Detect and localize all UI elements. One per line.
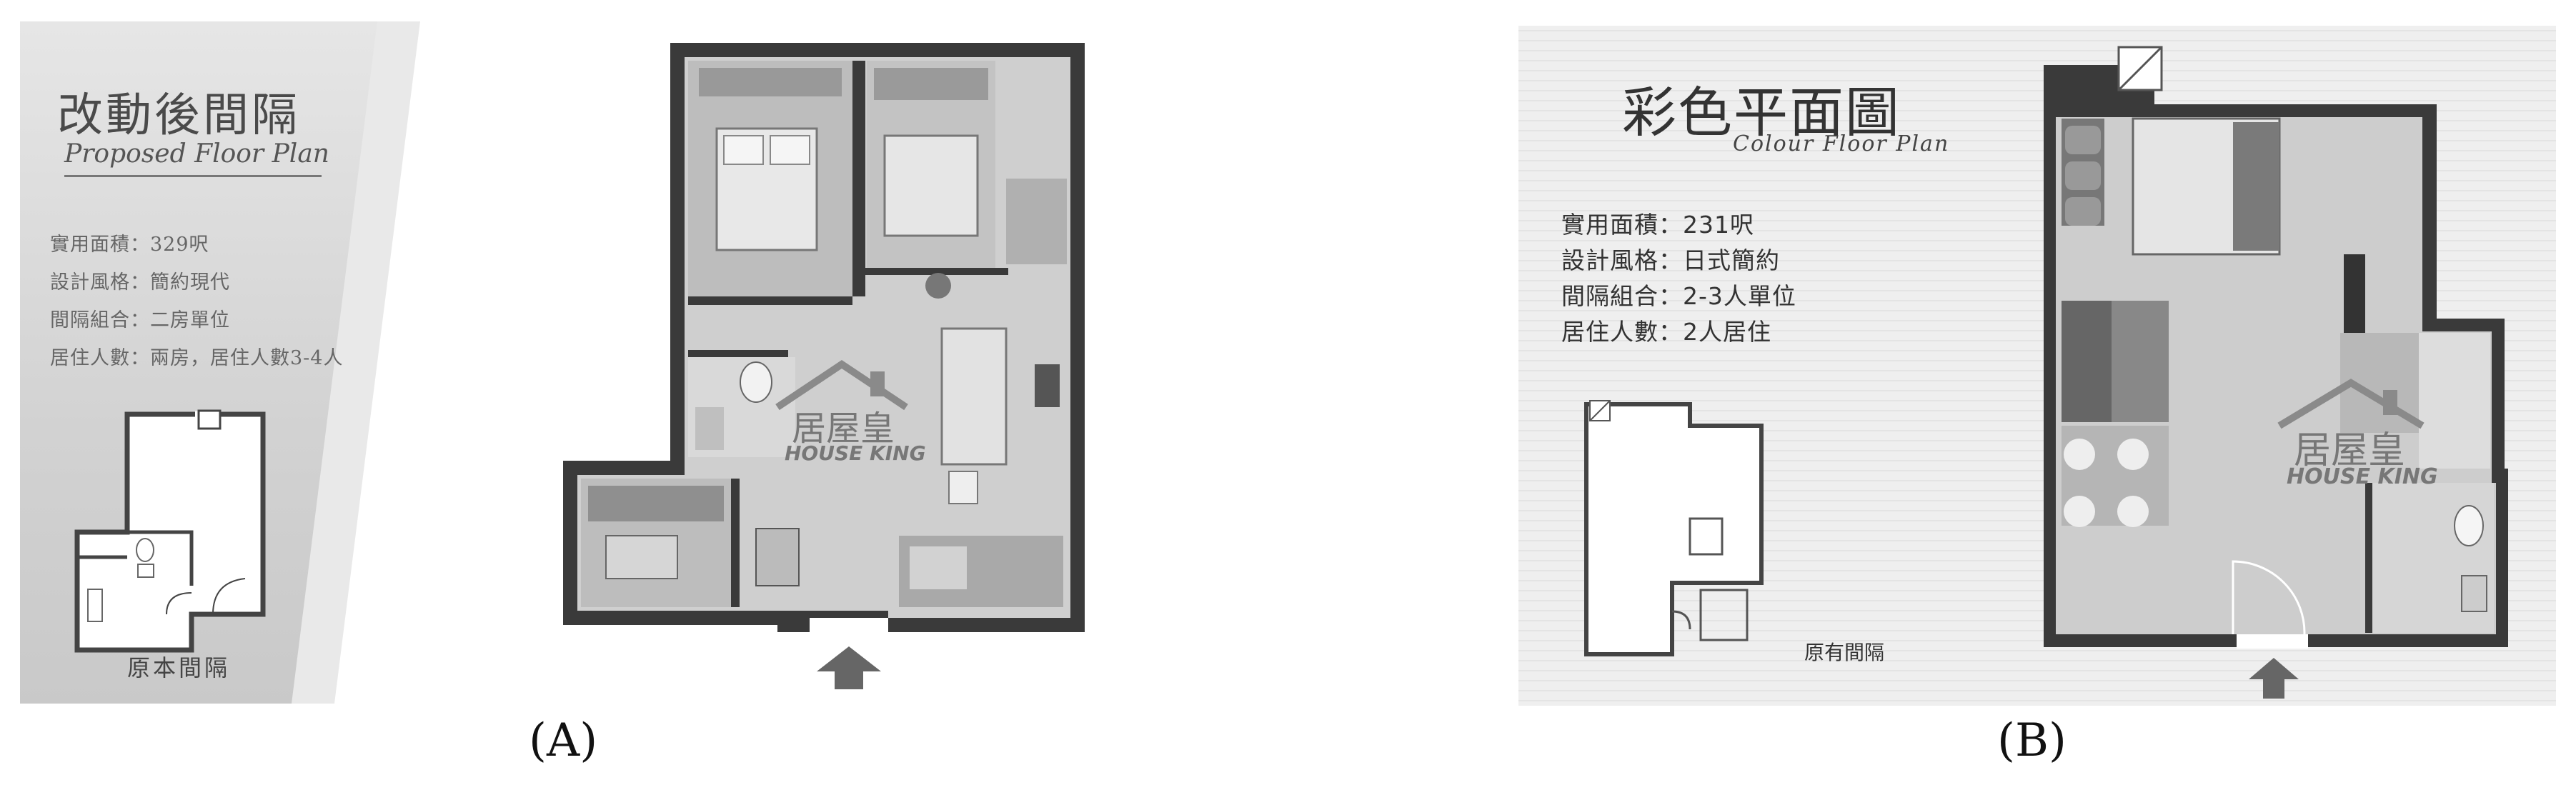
- caption-b: (B): [1997, 714, 2067, 767]
- panel-b-subtitle: Colour Floor Plan: [1733, 131, 1950, 156]
- panel-a-spec-layout: 間隔組合：二房單位: [50, 309, 230, 331]
- panel-b-original-plan: [1584, 400, 1764, 656]
- panel-b-logo-cn: 居屋皇: [2294, 429, 2406, 472]
- panel-b: 彩色平面圖 Colour Floor Plan 實用面積：231呎 設計風格：日…: [1518, 26, 2556, 706]
- panel-a-spec-occupants: 居住人數：兩房，居住人數3-4人: [50, 347, 344, 369]
- panel-b-spec-style: 設計風格：日式簡約: [1561, 246, 1780, 274]
- panel-a-house-king-logo: 居屋皇 HOUSE KING: [763, 350, 949, 471]
- panel-b-original-label: 原有間隔: [1804, 641, 1885, 664]
- panel-b-house-king-logo: 居屋皇 HOUSE KING: [2265, 369, 2458, 497]
- panel-b-spec-occupants: 居住人數：2人居住: [1561, 318, 1771, 346]
- panel-b-spec-layout: 間隔組合：2-3人單位: [1561, 282, 1796, 310]
- panel-a-logo-cn: 居屋皇: [792, 409, 895, 449]
- panel-b-title: 彩色平面圖: [1622, 81, 1901, 144]
- caption-a: (A): [529, 714, 598, 767]
- panel-a-spec-area: 實用面積：329呎: [50, 234, 209, 256]
- panel-a-subtitle: Proposed Floor Plan: [64, 139, 329, 169]
- panel-a-title: 改動後間隔: [57, 89, 300, 142]
- panel-b-spec-area: 實用面積：231呎: [1561, 211, 1754, 239]
- panel-a: 改動後間隔 Proposed Floor Plan 實用面積：329呎 設計風格…: [20, 21, 1113, 704]
- panel-a-original-plan: [74, 409, 266, 653]
- panel-a-diagonal-light: [292, 21, 563, 704]
- panel-a-title-underline: [64, 175, 322, 177]
- panel-a-spec-style: 設計風格：簡約現代: [50, 271, 230, 294]
- panel-b-floor-plan: [2044, 46, 2508, 699]
- panel-a-logo-en: HOUSE KING: [785, 441, 926, 465]
- panel-b-logo-en: HOUSE KING: [2287, 464, 2438, 489]
- panel-a-floor-plan: [563, 43, 1085, 689]
- panel-a-original-label: 原本間隔: [127, 654, 231, 681]
